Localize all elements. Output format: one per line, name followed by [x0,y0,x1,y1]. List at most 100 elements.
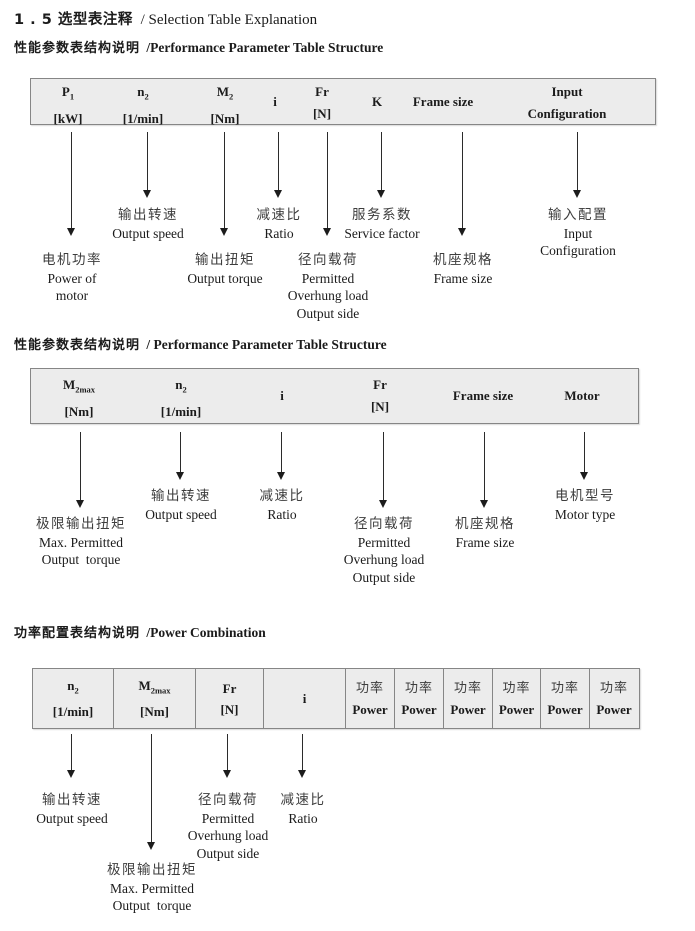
callout-line: Frame size [433,270,493,286]
callout-line: Frame size [455,534,515,550]
callout-frame-size: 机座规格 Frame size [455,516,515,551]
col-i: i [280,389,284,403]
callout-overhung-load: 径向载荷 Permitted Overhung load Output side [288,252,369,322]
arrow-input-configuration [573,132,581,198]
power-combination-table-header: n2 [1/min] M2max [Nm] Fr [N] i 功率 Power … [32,668,640,729]
symbol-line: 功率 [599,680,628,696]
arrow-fr [379,432,387,508]
symbol-line: M2 [216,84,234,102]
callout-line: Configuration [540,243,616,258]
callout-line: Output torque [112,898,192,913]
unit-line: Power [498,701,535,717]
symbol-line: i [273,93,277,109]
unit-line: [kW] [53,110,83,126]
callout-overhung-load: 径向载荷 Permitted Overhung load Output side [344,516,425,586]
symbol-line: 功率 [404,680,433,696]
unit-line: [N] [220,701,239,717]
col-power-3: 功率 Power [444,669,493,728]
callout-line: Output side [296,305,360,321]
unit-line: Power [401,701,437,717]
section1-heading: 性能参数表结构说明 /Performance Parameter Table S… [14,37,383,56]
symbol-line: M2max [138,677,171,696]
callout-line: Ratio [267,506,297,522]
callout-line: 电机型号 [555,488,615,504]
section3-heading: 功率配置表结构说明 /Power Combination [14,622,266,641]
callout-line: Output speed [36,810,108,826]
callout-line: 输出转速 [42,792,102,808]
col-n2: n2 [1/min] [123,85,163,126]
arrow-frame-size [480,432,488,508]
symbol-line: i [302,691,307,706]
callout-max-output-torque: 极限输出扭矩 Max. Permitted Output torque [36,516,126,569]
col-fr: Fr [N] [313,85,331,121]
unit-line: [1/min] [160,403,202,419]
unit-line: [1/min] [52,704,94,720]
col-n2: n2 [1/min] [161,378,201,419]
callout-line: Input [563,225,593,241]
callout-line: Max. Permitted [39,534,123,550]
callout-line: 服务系数 [352,207,412,223]
arrow-m2 [220,132,228,236]
callout-line: Service factor [344,225,420,241]
arrow-n2 [143,132,151,198]
callout-frame-size: 机座规格 Frame size [433,252,493,287]
symbol-line: Motor [564,388,600,403]
symbol-line: Frame size [412,93,474,109]
col-m2: M2 [Nm] [211,85,240,126]
symbol-line: Frame size [452,388,514,403]
col-m2max: M2max [Nm] [114,669,196,728]
callout-line: 径向载荷 [297,252,358,268]
arrow-i [298,734,306,778]
symbol-line: Fr [315,84,329,99]
arrow-m2max [76,432,84,508]
unit-line: [Nm] [140,704,169,720]
unit-line: Power [450,701,486,717]
symbol-line: n2 [67,677,79,696]
col-input-configuration: Input Configuration [528,85,607,121]
symbol-line: 功率 [453,680,482,696]
col-power-5: 功率 Power [541,669,590,728]
symbol-line: M2max [62,377,96,395]
callout-line: 机座规格 [455,516,515,532]
callout-line: Overhung load [343,552,425,567]
col-power-1: 功率 Power [346,669,395,728]
col-m2max: M2max [Nm] [63,378,95,419]
symbol-line: P1 [61,84,75,102]
page-title: 1 . 5 选型表注释 / Selection Table Explanatio… [14,8,317,29]
callout-line: 输出转速 [118,207,178,223]
callout-line: 输入配置 [548,207,608,223]
callout-line: Power of [47,270,97,286]
callout-line: Motor type [554,506,616,522]
col-motor: Motor [564,389,599,403]
section1-heading-zh: 性能参数表结构说明 [14,41,141,56]
col-frame-size: Frame size [412,93,474,109]
callout-line: 极限输出扭矩 [36,516,126,532]
section1-heading-en: /Performance Parameter Table Structure [146,40,384,55]
callout-line: Output side [196,845,260,861]
symbol-line: n2 [175,377,187,395]
arrow-fr [323,132,331,236]
symbol-line: Fr [222,680,237,696]
callout-ratio: 减速比 Ratio [281,792,326,827]
symbol-line: 功率 [502,680,531,696]
col-power-2: 功率 Power [395,669,444,728]
callout-line: Overhung load [287,288,369,303]
callout-max-output-torque: 极限输出扭矩 Max. Permitted Output torque [107,862,197,915]
symbol-line: K [371,93,383,109]
col-k: K [371,93,383,109]
callout-line: 电机功率 [42,252,102,268]
arrow-i [277,432,285,480]
page-title-en: / Selection Table Explanation [140,12,318,28]
col-power-6: 功率 Power [590,669,638,728]
section2-heading-zh: 性能参数表结构说明 [14,338,141,353]
page-title-zh: 1 . 5 选型表注释 [14,12,133,28]
performance-table-1-header: P1 [kW] n2 [1/min] M2 [Nm] i Fr [N] K Fr… [30,78,656,125]
col-fr: Fr [N] [371,378,389,414]
unit-line: Configuration [527,106,607,121]
section2-heading-en: / Performance Parameter Table Structure [146,337,387,352]
col-fr: Fr [N] [196,669,264,728]
callout-line: 减速比 [259,488,305,504]
unit-line: [Nm] [64,403,94,419]
unit-line: [1/min] [122,110,164,126]
